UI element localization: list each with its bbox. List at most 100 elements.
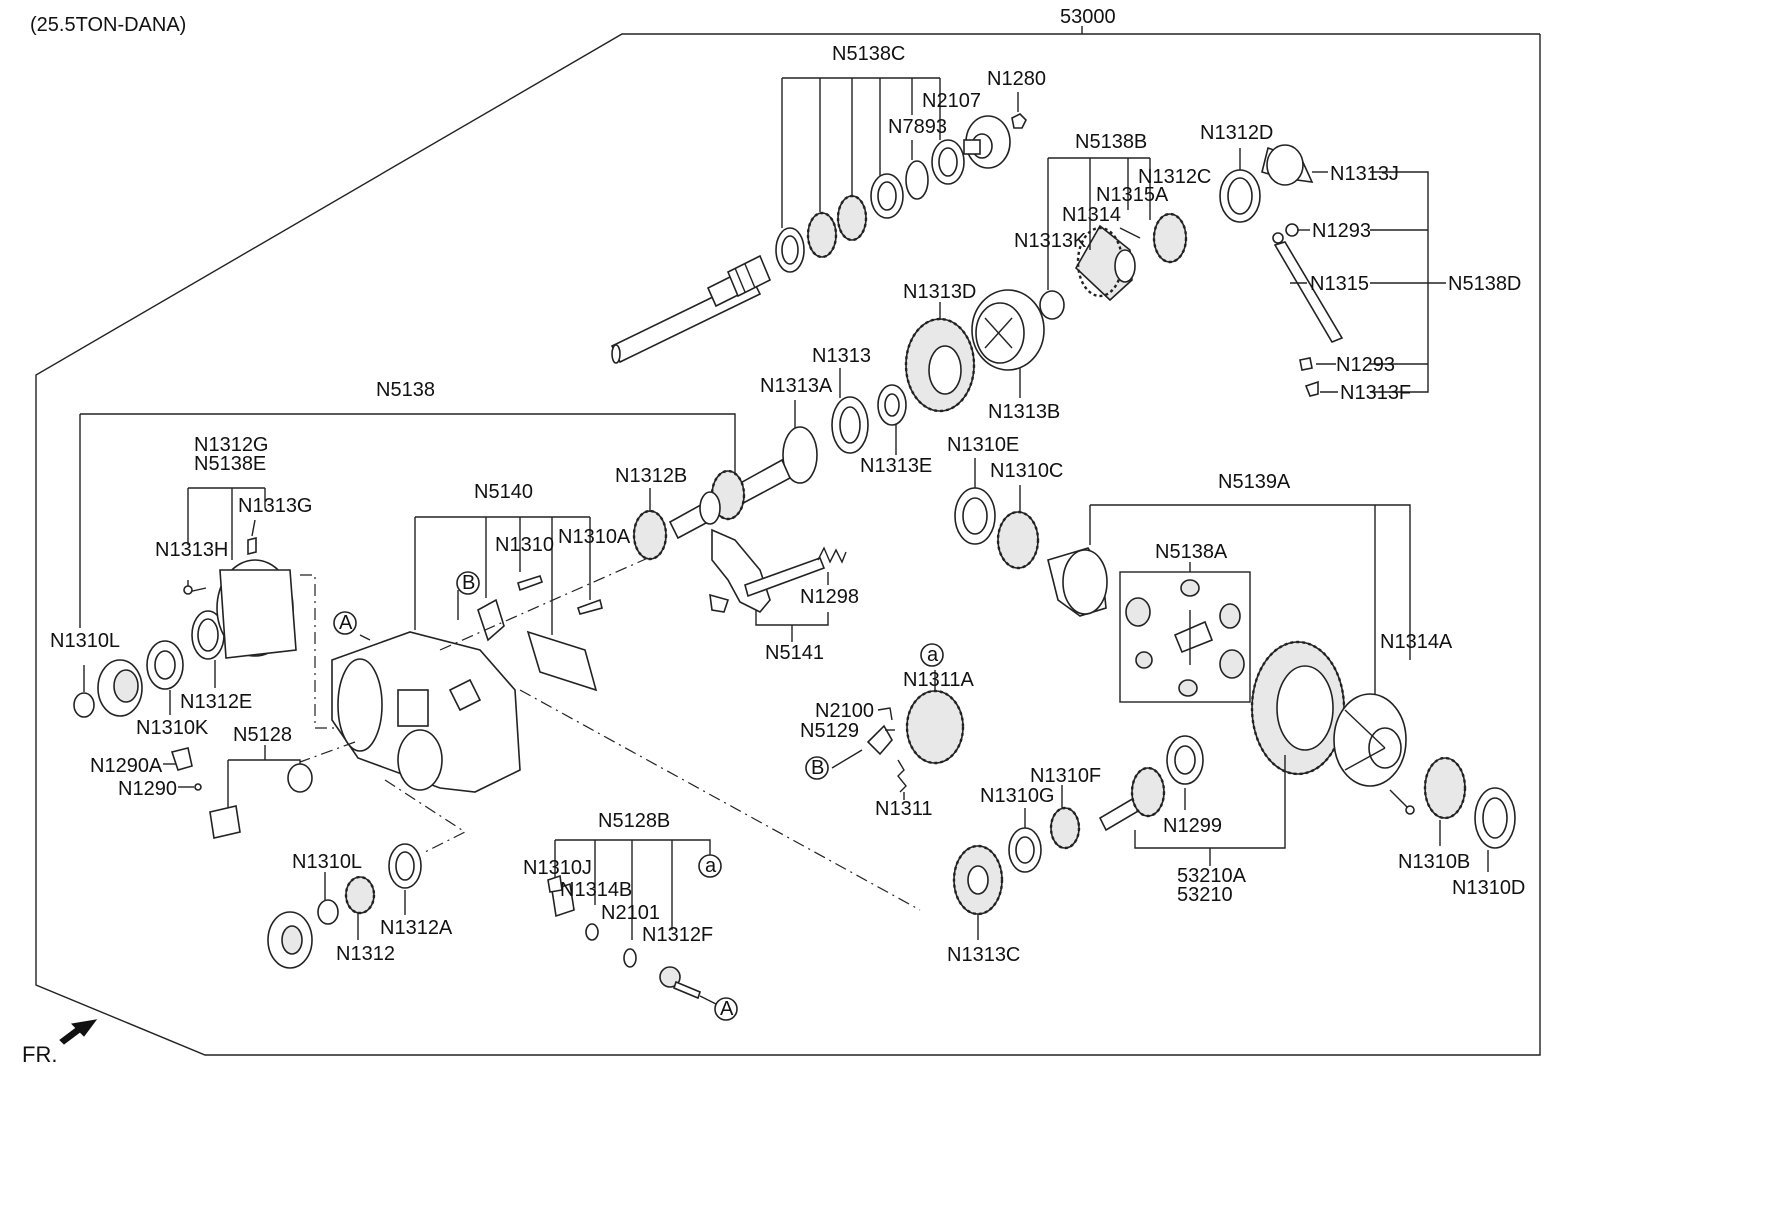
label-N1313A: N1313A [760,375,833,397]
diff-carrier [1333,693,1407,787]
label-N1310C: N1310C [990,460,1064,482]
label-N1290A: N1290A [90,755,163,777]
label-N5138C: N5138C [832,43,906,65]
o-ring [782,426,818,484]
callout-circle-b-top [456,571,480,595]
label-N2100: N2100 [815,700,874,722]
breather-plate [209,805,241,839]
label-N1314B: N1314B [560,879,633,901]
plug [1304,380,1319,397]
spring-small [897,759,907,793]
label-N1310: N1310 [495,534,554,556]
label-53210: 53210 [1177,884,1233,906]
assembly-number: 53000 [1060,6,1116,28]
nut [317,899,339,925]
callout-circle-a-top [920,643,944,667]
label-N1293-bottom: N1293 [1336,354,1395,376]
bushing [1039,290,1065,320]
cross-shaft [1273,241,1344,343]
callout-circle-A-bottom [714,997,738,1021]
label-N1310A: N1310A [558,526,631,548]
transfer-case-housing [331,631,521,793]
label-N1298: N1298 [800,586,859,608]
label-N1299: N1299 [1163,815,1222,837]
label-N5138B: N5138B [1075,131,1148,153]
speed-sensor [659,966,701,1000]
label-N5128: N5128 [233,724,292,746]
label-N5138A: N5138A [1155,541,1228,563]
input-shaft [610,254,772,364]
flange-yoke [963,115,1011,169]
label-N1314A: N1314A [1380,631,1453,653]
front-arrow-icon [59,1019,98,1045]
label-N1310F: N1310F [1030,765,1102,787]
label-N1310B: N1310B [1398,851,1471,873]
callout-circle-a-bottom [698,854,722,878]
differential-case [1047,547,1108,617]
label-N1312E: N1312E [180,691,253,713]
clutch-drum [971,289,1045,371]
callout-A-housing: A [339,612,353,634]
shift-collar [905,689,965,765]
front-marker: FR. [22,1042,58,1067]
label-N5128B: N5128B [598,810,671,832]
label-N1311: N1311 [875,798,933,820]
diff-gear-set-box [1119,571,1251,703]
label-N2107: N2107 [922,90,981,112]
label-N1310J: N1310J [523,857,592,879]
callout-a-bottom: a [705,855,717,877]
label-N7893: N7893 [888,116,947,138]
label-N1313K: N1313K [1014,230,1087,252]
breather-cap [194,783,202,791]
label-N5141: N5141 [765,642,824,664]
label-N1313F: N1313F [1340,382,1412,404]
callout-circle-b-bottom [805,756,829,780]
label-N1310K: N1310K [136,717,209,739]
companion-flange [97,659,143,717]
bolt [517,574,544,592]
snap-ring [905,160,929,200]
label-N1312F: N1312F [642,924,714,946]
label-N5138D: N5138D [1448,273,1522,295]
label-N1312B: N1312B [615,465,688,487]
label-N2101: N2101 [601,902,660,924]
label-N5138: N5138 [376,379,435,401]
o-ring [623,948,637,968]
lock-nut [1285,223,1299,237]
label-N1314: N1314 [1062,204,1121,226]
label-N1293-top: N1293 [1312,220,1371,242]
oil-seal [287,763,313,793]
label-N1313: N1313 [812,345,871,367]
sensor-bracket [551,882,575,918]
label-N1311A: N1311A [903,669,974,691]
assembly-frame [35,33,1541,1056]
nut [73,692,95,718]
ring-gear [1250,640,1346,776]
label-N1315: N1315 [1310,273,1369,295]
output-shaft [668,458,792,540]
callout-b-bottom: B [811,757,825,779]
label-N5138E: N5138E [194,453,267,475]
label-N1313B: N1313B [988,401,1061,423]
diagram-title: (25.5TON-DANA) [30,14,187,36]
spring [817,546,847,564]
shift-fork-small [866,724,893,756]
callout-A-bottom: A [720,998,734,1020]
end-cover [267,911,313,969]
breather-valve [170,747,193,771]
label-N1312G: N1312G [194,434,269,456]
label-N5140: N5140 [474,481,533,503]
label-N1280: N1280 [987,68,1046,90]
label-N1310L-top: N1310L [50,630,121,652]
bolt [576,598,603,615]
label-N5129: N5129 [800,720,859,742]
label-N1312D: N1312D [1200,122,1274,144]
callout-circle-A-housing [333,611,357,635]
label-N1310L-bottom: N1310L [292,851,363,873]
bolt [183,585,193,595]
label-N1312: N1312 [336,943,395,965]
callout-b-top: B [462,572,476,594]
cover-plate [477,598,505,642]
label-N1312A: N1312A [380,917,453,939]
